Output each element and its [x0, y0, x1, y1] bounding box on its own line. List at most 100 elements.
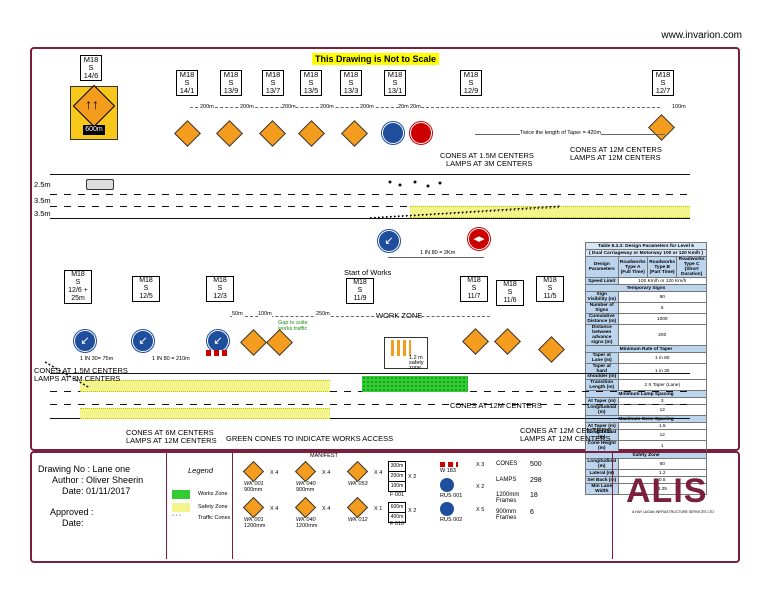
top-dimension-line: [190, 107, 660, 109]
lamps-12m-top: LAMPS AT 12M CENTERS: [570, 153, 661, 162]
manifest-qty-3: X 4: [270, 506, 279, 512]
chevron-sign-1: ◂▸: [468, 228, 490, 250]
w183-code: W 183: [440, 468, 456, 474]
dim-250m: 250m: [316, 311, 330, 317]
top-dim-6: 20m: [410, 104, 421, 110]
cones-6m: CONES AT 6M CENTERS: [126, 428, 214, 437]
lane-line-2: [50, 206, 690, 207]
lane-width-1: 2.5m: [34, 180, 51, 189]
param-cell: Longitudinal (m): [585, 404, 619, 416]
keep-left-sign-1: ↙: [378, 230, 400, 252]
rus002-qty: X 5: [476, 507, 485, 513]
param-cell: Roadworks Type B (Part Time): [646, 256, 678, 278]
keep-left-sign-2: ↙: [74, 330, 96, 352]
param-cell: 3.25: [617, 483, 708, 495]
legend-title: Legend: [188, 466, 214, 475]
param-cell: Maximum Cone Spacing: [585, 415, 707, 423]
w183-qty: X 3: [476, 462, 485, 468]
top-dim-7: 100m: [672, 104, 686, 110]
lamps-12m-b: LAMPS AT 12M CENTERS: [126, 436, 217, 445]
param-cell: 2 X Taper (Lane): [617, 379, 708, 391]
manifest-code-2: WK 053: [348, 481, 368, 487]
manifest-code-3: WK 001: [244, 517, 264, 523]
param-cell: Distance between advance signs (m): [585, 324, 619, 346]
top-dim-4: 200m: [360, 104, 374, 110]
boards-qty-2: X 2: [408, 508, 417, 514]
param-cell: Min Lane Width: [585, 483, 619, 495]
lamps-3m-bottom: LAMPS AT 3M CENTERS: [34, 374, 121, 383]
param-cell: Cumulative Distance (m): [585, 313, 619, 325]
count-label-1: LAMPS: [496, 477, 517, 483]
safety-zone-bottom-1: [80, 380, 330, 392]
website-url[interactable]: www.invarion.com: [661, 30, 742, 41]
param-cell: Taper at hard shoulder (m): [585, 363, 619, 380]
param-cell: Number of Signs: [585, 302, 619, 314]
works-zone: [362, 376, 468, 392]
lane-line-4: [50, 404, 690, 405]
scale-note: This Drawing is Not to Scale: [312, 53, 440, 65]
taper-dim-line: [388, 257, 484, 258]
distance-plate: 600m: [83, 125, 105, 135]
param-cell: Temporary Signs: [585, 284, 707, 292]
lamps-3m-top: LAMPS AT 3M CENTERS: [446, 159, 533, 168]
lane-line-1: [50, 194, 690, 195]
title-block-frame: [30, 451, 740, 563]
param-cell: Roadworks Type C (Short Duration): [676, 256, 707, 278]
approved: Approved :: [50, 507, 94, 517]
keep-left-sign-4: ↙: [207, 330, 229, 352]
safety-zone-inset: 1.2 m safety zone: [384, 337, 428, 371]
drawing-no: Drawing No : Lane one: [38, 464, 131, 474]
param-cell: Transition Length (m): [585, 379, 619, 391]
w183-board: [206, 350, 230, 356]
legend-safety-label: Safety Zone: [198, 504, 228, 510]
param-cell: 1 in 80: [617, 352, 708, 364]
date2: Date:: [62, 518, 84, 528]
boards-code-1: F 001: [390, 492, 405, 498]
manifest-code-0: WK 001: [244, 481, 264, 487]
date: Date: 01/11/2017: [62, 486, 131, 496]
green-cones-note: GREEN CONES TO INDICATE WORKS ACCESS: [226, 434, 394, 443]
param-cell: 90: [617, 291, 708, 303]
param-cell: Table 8.3.3: Design Parameters for Level…: [585, 242, 707, 250]
design-parameter-table: Table 8.3.3: Design Parameters for Level…: [585, 242, 709, 495]
cones-12m-c: CONES AT 12M CENTERS: [520, 426, 612, 435]
dim-50m: 50m: [232, 311, 243, 317]
alis-logo: ALIS: [626, 472, 708, 510]
top-sign-marker: M18 S 14/6: [80, 55, 102, 81]
taper-1-label: 1 IN 80 = 2Km: [420, 250, 456, 256]
param-cell: Sign Visibility (m): [585, 291, 619, 303]
alis-tagline: A HAY LAGAN INFRASTRUCTURE SERVICES LTD: [632, 510, 714, 514]
legend-works-swatch: [172, 490, 190, 499]
count-value-0: 500: [530, 461, 542, 468]
manifest-title: MANIFEST: [310, 453, 338, 459]
param-cell: 200: [617, 324, 708, 346]
count-value-1: 298: [530, 477, 542, 484]
author: Author : Oliver Sheerin: [52, 475, 144, 485]
safety-zone-bottom-2: [80, 408, 330, 419]
rus002-icon: [440, 502, 454, 516]
boards-code-2: F 010: [390, 521, 405, 527]
road-edge-bottom-2: [50, 418, 690, 419]
count-label-3: 900mm Frames: [496, 509, 517, 521]
lane-closed-arrow-icon: ↑↑: [85, 96, 99, 112]
taper-3-label: 1 IN 80 = 210m: [152, 356, 190, 362]
start-of-works: Start of Works: [344, 268, 392, 277]
vehicle-icon: [86, 179, 114, 190]
chevron-sign-top: [410, 122, 432, 144]
keep-left-sign-top: [382, 122, 404, 144]
lamps-12m-c: LAMPS AT 12M CENTERS: [520, 434, 611, 443]
manifest-code-5: WK 012: [348, 517, 368, 523]
param-cell: Minimum Rate of Taper: [585, 345, 707, 353]
count-value-2: 18: [530, 492, 538, 499]
board-5: 400m: [388, 512, 406, 523]
